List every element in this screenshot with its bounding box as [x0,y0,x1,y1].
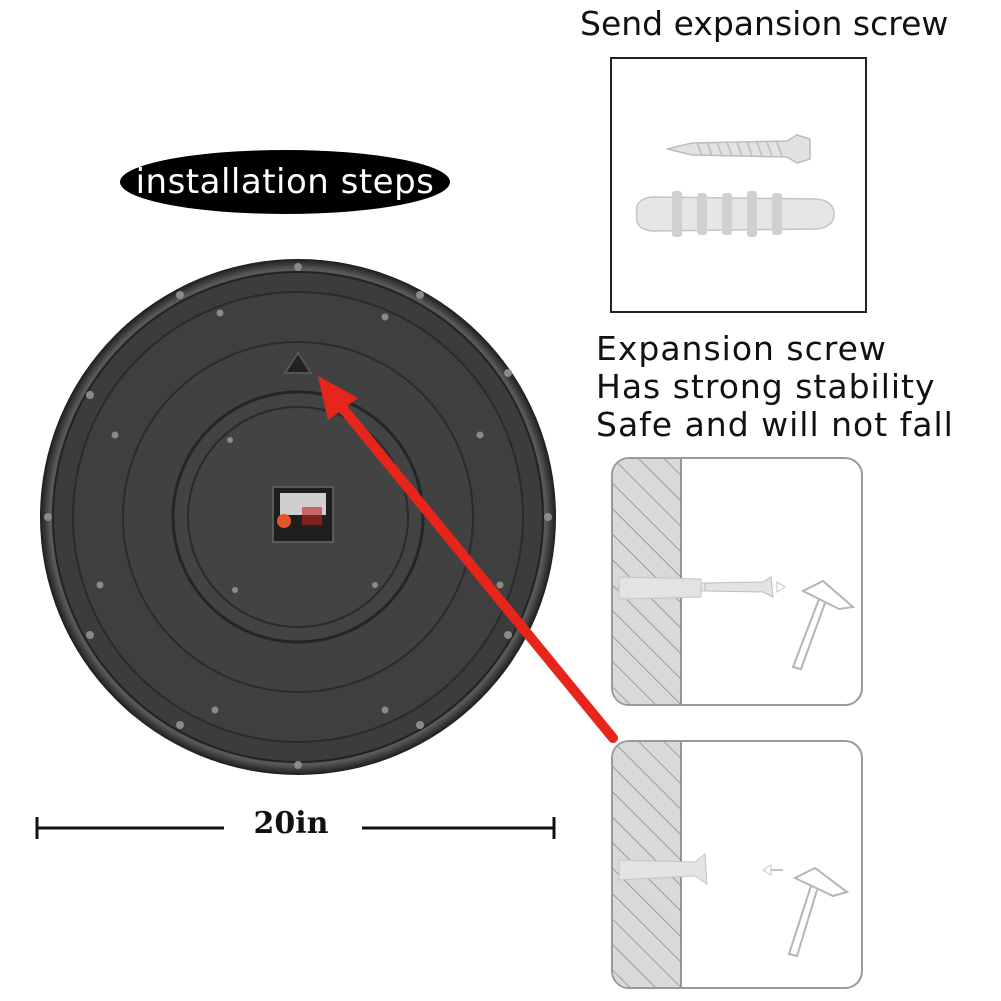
feature-line: Expansion screw [596,329,887,368]
step-panel-anchor-in-wall [611,740,863,989]
clock-back [40,255,560,775]
hardware-title: Send expansion screw [580,4,949,43]
installation-steps-badge: installation steps [120,150,450,214]
anchor-with-screw-icon [617,576,774,600]
feature-line: Safe and will not fall [596,405,954,444]
hammer-icon [791,579,856,671]
features-list: Expansion screw Has strong stability Saf… [596,330,996,444]
anchor-icon [618,853,708,885]
size-label: 20in [253,806,329,841]
hammer-icon [787,866,850,958]
dimension-line [34,812,558,842]
expansion-screw-icon [666,134,811,164]
wall-anchor-icon [635,191,835,237]
red-arrow [300,370,630,750]
hardware-box [610,57,867,313]
step-panel-insert-screw [611,457,863,706]
feature-line: Has strong stability [596,367,936,406]
